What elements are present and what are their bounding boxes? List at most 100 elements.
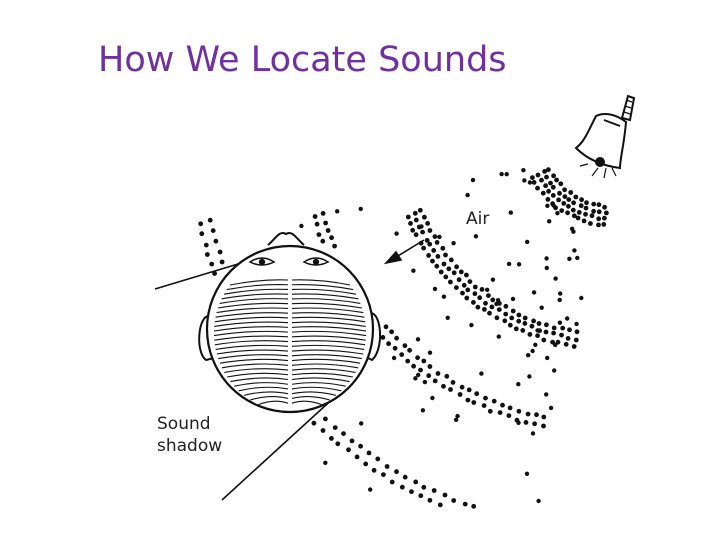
wave-dot bbox=[494, 302, 498, 306]
wave-dot bbox=[544, 322, 549, 327]
wave-dot bbox=[474, 234, 478, 238]
wave-dot bbox=[571, 200, 576, 205]
wave-dot bbox=[430, 396, 434, 400]
wave-dot bbox=[533, 343, 537, 347]
wave-dot bbox=[525, 240, 529, 244]
wave-dot bbox=[199, 231, 204, 236]
wave-dot bbox=[482, 307, 487, 312]
wave-dot bbox=[487, 311, 492, 316]
wave-dot bbox=[471, 504, 476, 509]
wave-dot bbox=[317, 232, 322, 237]
wave-dot bbox=[204, 243, 209, 248]
wave-dot bbox=[563, 194, 568, 199]
wave-dot bbox=[421, 246, 426, 251]
wave-dot bbox=[530, 349, 534, 353]
wave-dot bbox=[459, 270, 464, 275]
wave-dot bbox=[523, 321, 528, 326]
wave-dot bbox=[411, 364, 416, 369]
wave-dot bbox=[566, 336, 571, 341]
wave-dot bbox=[455, 414, 459, 418]
wave-dot bbox=[537, 321, 542, 326]
wave-dot bbox=[500, 403, 505, 408]
wave-dot bbox=[551, 193, 556, 198]
wave-dot bbox=[572, 213, 577, 218]
wave-dot bbox=[497, 307, 502, 312]
wave-dot bbox=[419, 224, 423, 228]
wave-dot bbox=[583, 212, 588, 217]
wave-dot bbox=[541, 338, 546, 343]
wave-dot bbox=[544, 330, 549, 335]
wave-dot bbox=[464, 273, 469, 278]
wave-dot bbox=[413, 211, 418, 216]
wave-dot bbox=[415, 355, 420, 360]
wave-dot bbox=[392, 356, 396, 360]
wave-dot bbox=[574, 338, 579, 343]
wave-dot bbox=[454, 285, 459, 290]
wave-dot bbox=[409, 489, 414, 494]
wave-dot bbox=[543, 183, 548, 188]
wave-dot bbox=[548, 181, 553, 186]
wave-dot bbox=[521, 168, 525, 172]
wave-dot bbox=[443, 253, 448, 258]
wave-dot bbox=[566, 197, 571, 202]
wave-dot bbox=[471, 300, 476, 305]
wave-dot bbox=[321, 211, 326, 216]
wave-dot bbox=[413, 480, 418, 485]
wave-dot bbox=[498, 410, 503, 415]
wave-dot bbox=[532, 180, 537, 185]
wave-dot bbox=[418, 208, 423, 213]
wave-dot bbox=[466, 398, 471, 403]
wave-dot bbox=[566, 204, 571, 209]
wave-dot bbox=[384, 324, 389, 329]
wave-dot bbox=[503, 312, 508, 317]
wave-dot bbox=[323, 461, 327, 465]
wave-dot bbox=[428, 498, 433, 503]
wave-dot bbox=[536, 173, 541, 178]
wave-dot bbox=[509, 210, 513, 214]
wave-dot bbox=[421, 408, 425, 412]
wave-dot bbox=[407, 348, 412, 353]
sound-shadow-label-line1: Sound bbox=[157, 413, 222, 435]
wave-dot bbox=[405, 359, 410, 364]
wave-dot bbox=[549, 406, 553, 410]
wave-dot bbox=[460, 291, 465, 296]
wave-dot bbox=[596, 223, 601, 228]
wave-dot bbox=[516, 382, 520, 386]
wave-dot bbox=[490, 305, 495, 310]
wave-dot bbox=[492, 399, 497, 404]
wave-dot bbox=[539, 178, 544, 183]
wave-dot bbox=[198, 221, 203, 226]
wave-dot bbox=[507, 413, 512, 418]
wave-dot bbox=[422, 215, 427, 220]
wave-dot bbox=[572, 344, 577, 349]
wave-dot bbox=[525, 472, 529, 476]
wave-dot bbox=[572, 248, 576, 252]
wave-dot bbox=[411, 269, 415, 273]
wave-dot bbox=[414, 218, 419, 223]
wave-dot bbox=[527, 374, 531, 378]
wave-dot bbox=[559, 333, 564, 338]
wave-dot bbox=[359, 207, 363, 211]
wave-dot bbox=[504, 304, 509, 309]
wave-dot bbox=[482, 403, 487, 408]
wave-dot bbox=[579, 197, 584, 202]
wave-dot bbox=[523, 316, 528, 321]
wave-dot bbox=[425, 221, 430, 226]
wave-dot bbox=[400, 485, 405, 490]
wave-dot bbox=[381, 335, 386, 340]
wave-dot bbox=[499, 172, 503, 176]
wave-dot bbox=[414, 232, 419, 237]
wave-dot bbox=[329, 436, 334, 441]
wave-dot bbox=[535, 328, 539, 332]
wave-dot bbox=[323, 417, 328, 422]
wave-dot bbox=[393, 346, 398, 351]
wave-dot bbox=[332, 244, 337, 249]
wave-dot bbox=[559, 208, 564, 213]
wave-dot bbox=[546, 197, 551, 202]
wave-dot bbox=[390, 480, 395, 485]
wave-dot bbox=[432, 488, 437, 493]
wave-dot bbox=[536, 499, 540, 503]
wave-dot bbox=[573, 195, 578, 200]
wave-dot bbox=[421, 485, 426, 490]
